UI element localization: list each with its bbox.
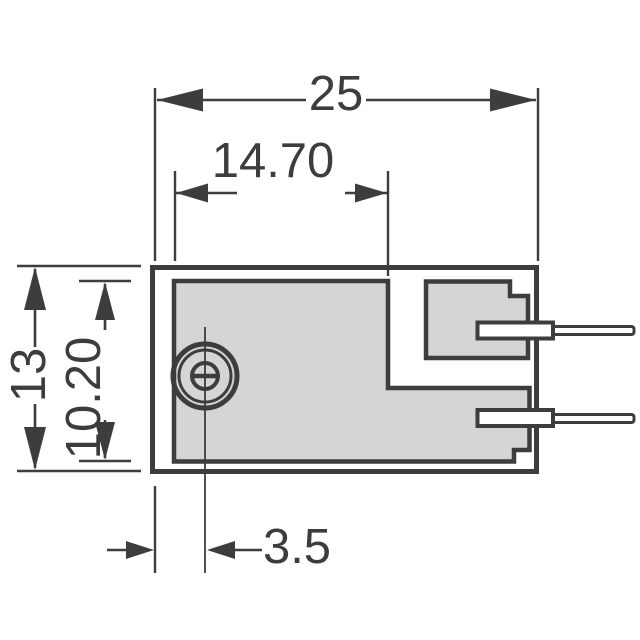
arrowhead-up-icon [24, 267, 46, 310]
arrowhead-up-icon [95, 282, 115, 320]
terminal-pin-bottom [475, 408, 636, 428]
dim-overall-height: 13 [2, 264, 141, 473]
dim-overall-width: 25 [153, 67, 540, 261]
dim-overall-height-label: 13 [2, 348, 56, 403]
terminal-pin-bottom-tab [475, 408, 555, 428]
terminal-pin-top [475, 320, 636, 341]
terminal-pin-bottom-lead [548, 413, 636, 424]
component-body [150, 265, 636, 573]
arrowhead-right-icon [126, 541, 154, 559]
main-element-area [171, 278, 532, 464]
dim-inner-width-label: 14.70 [212, 134, 335, 188]
dim-hole-offset-label: 3.5 [263, 520, 331, 574]
terminal-pin-top-tab [475, 320, 555, 341]
arrowhead-down-icon [24, 427, 46, 470]
arrowhead-left-icon [176, 183, 208, 203]
arrowhead-down-icon [95, 422, 115, 460]
dim-inner-width: 14.70 [173, 134, 390, 276]
dim-inner-height-label: 10.20 [57, 337, 111, 460]
arrowhead-right-icon [355, 183, 387, 203]
arrowhead-left-icon [157, 88, 203, 112]
dim-hole-offset: 3.5 [107, 486, 331, 574]
arrowhead-left-icon [207, 541, 235, 559]
terminal-pin-top-lead [548, 325, 636, 336]
dim-overall-width-label: 25 [309, 67, 364, 121]
dim-inner-height: 10.20 [57, 279, 131, 463]
arrowhead-right-icon [490, 88, 536, 112]
